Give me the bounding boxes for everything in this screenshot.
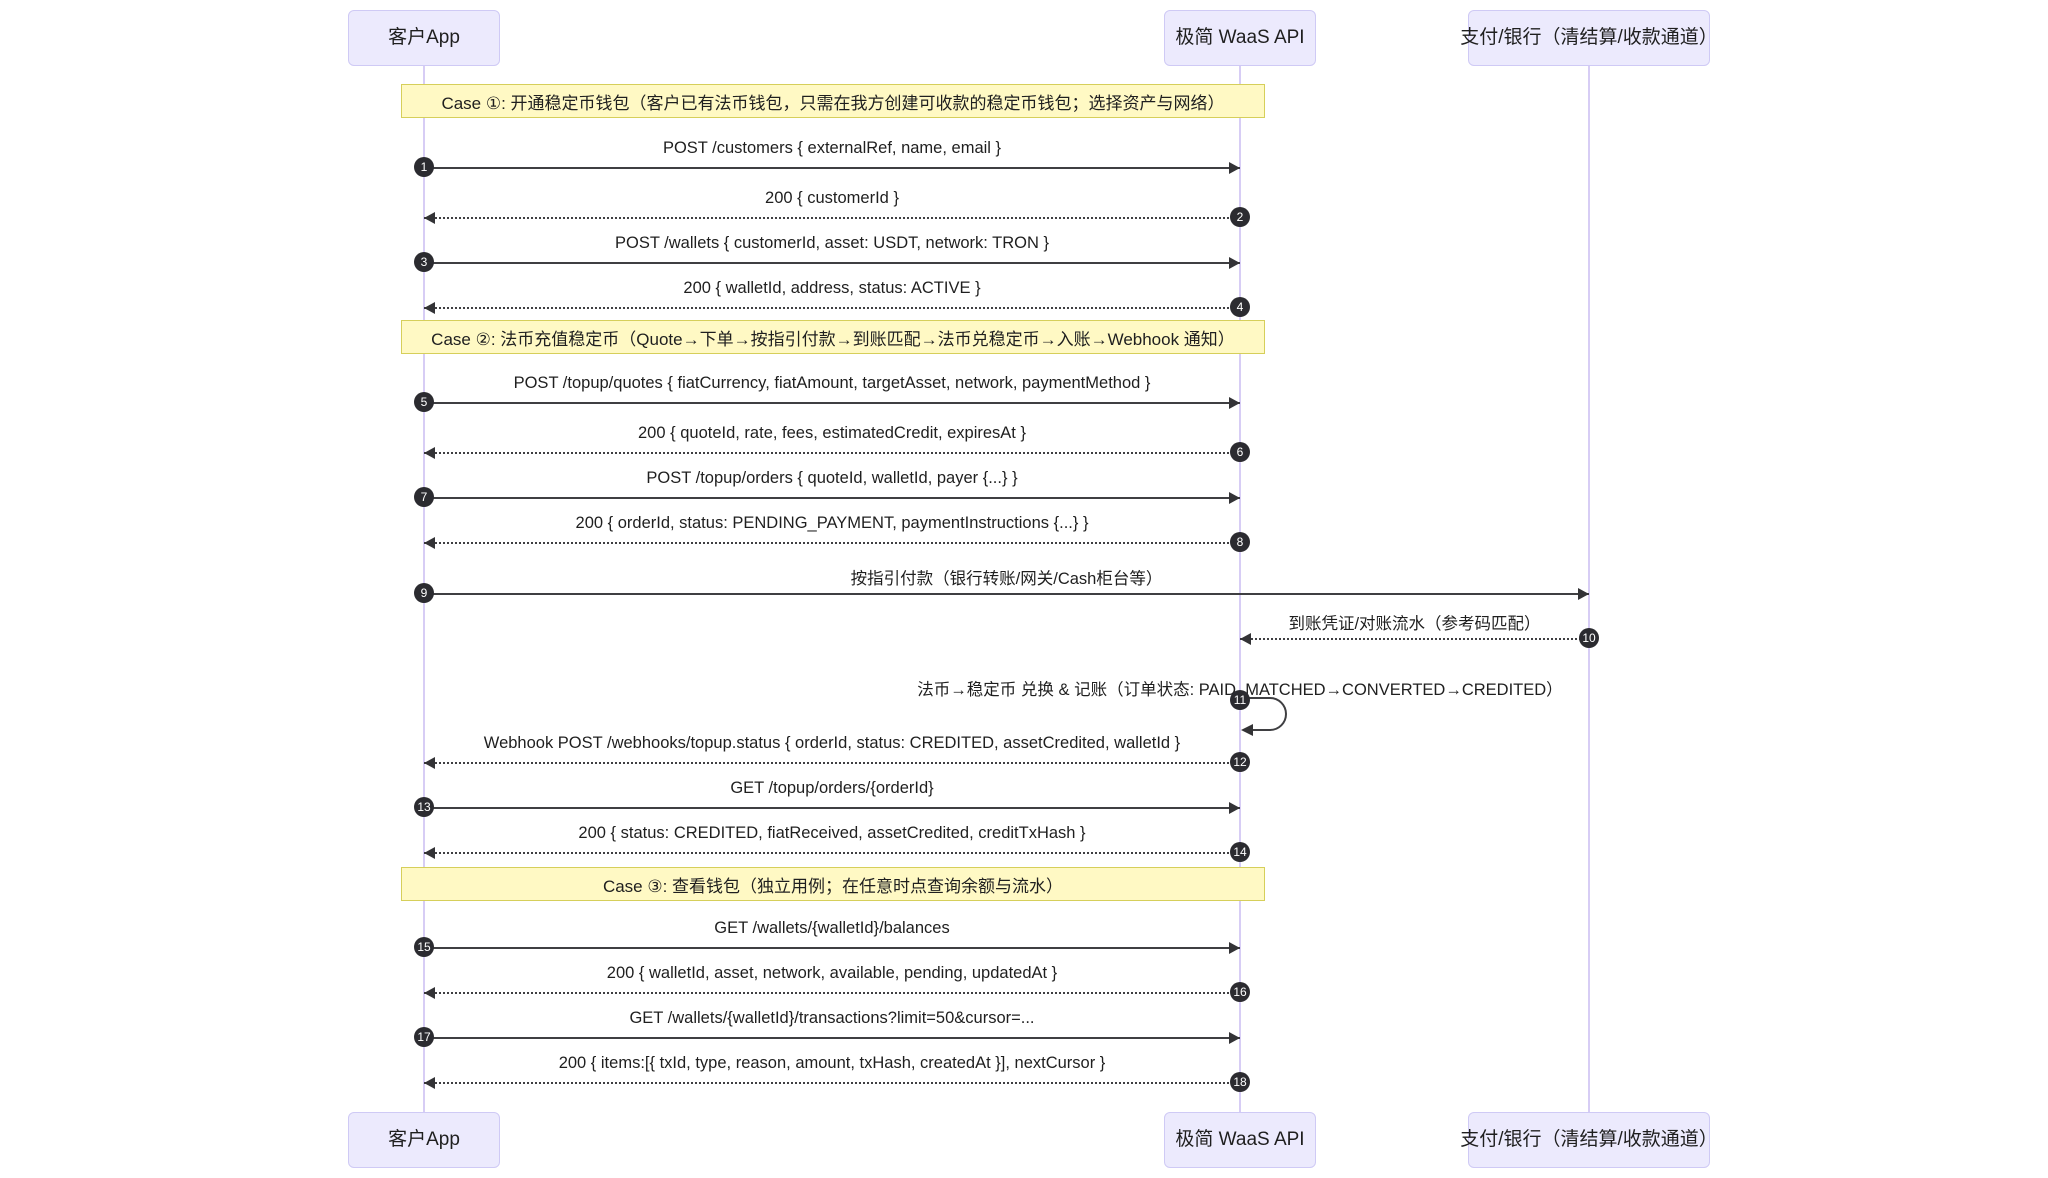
participant-label: 支付/银行（清结算/收款通道）: [1460, 26, 1718, 48]
arrowhead-12: [424, 757, 435, 769]
message-line-16: [424, 992, 1240, 994]
note-label: Case ②: 法币充值稳定币（Quote→下单→按指引付款→到账匹配→法币兑稳…: [431, 329, 1235, 349]
note-case3[interactable]: Case ③: 查看钱包（独立用例；在任意时点查询余额与流水）: [401, 867, 1265, 901]
message-line-5: [424, 402, 1240, 404]
message-line-12: [424, 762, 1240, 764]
arrowhead-3: [1229, 257, 1240, 269]
message-line-6: [424, 452, 1240, 454]
participant-app-top[interactable]: 客户App: [348, 10, 500, 66]
participant-waas-bottom[interactable]: 极简 WaaS API: [1164, 1112, 1316, 1168]
sequence-number-12: 12: [1230, 752, 1250, 772]
message-line-8: [424, 542, 1240, 544]
arrowhead-1: [1229, 162, 1240, 174]
sequence-number-8: 8: [1230, 532, 1250, 552]
sequence-number-14: 14: [1230, 842, 1250, 862]
sequence-number-18: 18: [1230, 1072, 1250, 1092]
message-line-3: [424, 262, 1240, 264]
message-line-15: [424, 947, 1240, 949]
message-label-1: POST /customers { externalRef, name, ema…: [662, 139, 1002, 157]
note-label: Case ①: 开通稳定币钱包（客户已有法币钱包，只需在我方创建可收款的稳定币钱…: [441, 93, 1225, 113]
sequence-number-7: 7: [414, 487, 434, 507]
message-line-17: [424, 1037, 1240, 1039]
arrowhead-14: [424, 847, 435, 859]
message-label-4: 200 { walletId, address, status: ACTIVE …: [683, 279, 981, 297]
sequence-number-2: 2: [1230, 207, 1250, 227]
message-label-17: GET /wallets/{walletId}/transactions?lim…: [629, 1009, 1035, 1027]
message-label-16: 200 { walletId, asset, network, availabl…: [606, 964, 1058, 982]
sequence-number-11: 11: [1230, 690, 1250, 710]
sequence-number-9: 9: [414, 583, 434, 603]
arrowhead-2: [424, 212, 435, 224]
message-label-9: 按指引付款（银行转账/网关/Cash柜台等）: [850, 570, 1163, 588]
note-label: Case ③: 查看钱包（独立用例；在任意时点查询余额与流水）: [602, 876, 1064, 896]
message-label-18: 200 { items:[{ txId, type, reason, amoun…: [558, 1054, 1106, 1072]
sequence-number-1: 1: [414, 157, 434, 177]
participant-waas-top[interactable]: 极简 WaaS API: [1164, 10, 1316, 66]
message-label-15: GET /wallets/{walletId}/balances: [714, 919, 950, 937]
message-label-5: POST /topup/quotes { fiatCurrency, fiatA…: [513, 374, 1151, 392]
participant-label: 支付/银行（清结算/收款通道）: [1460, 1128, 1718, 1150]
message-line-7: [424, 497, 1240, 499]
sequence-number-17: 17: [414, 1027, 434, 1047]
arrowhead-8: [424, 537, 435, 549]
sequence-number-13: 13: [414, 797, 434, 817]
message-label-12: Webhook POST /webhooks/topup.status { or…: [483, 734, 1181, 752]
lifeline-bank: [1588, 66, 1590, 1112]
message-selfloop-11: [1241, 697, 1287, 736]
message-line-2: [424, 217, 1240, 219]
participant-label: 极简 WaaS API: [1175, 1128, 1305, 1150]
message-line-10: [1240, 638, 1589, 640]
message-line-4: [424, 307, 1240, 309]
message-line-14: [424, 852, 1240, 854]
sequence-number-5: 5: [414, 392, 434, 412]
arrowhead-15: [1229, 942, 1240, 954]
arrowhead-10: [1240, 633, 1251, 645]
participant-label: 客户App: [388, 1128, 460, 1150]
participant-bank-top[interactable]: 支付/银行（清结算/收款通道）: [1460, 10, 1718, 66]
sequence-number-3: 3: [414, 252, 434, 272]
note-case1[interactable]: Case ①: 开通稳定币钱包（客户已有法币钱包，只需在我方创建可收款的稳定币钱…: [401, 84, 1265, 118]
message-label-2: 200 { customerId }: [765, 189, 899, 207]
arrowhead-4: [424, 302, 435, 314]
message-line-9: [424, 593, 1589, 595]
sequence-number-16: 16: [1230, 982, 1250, 1002]
message-line-18: [424, 1082, 1240, 1084]
message-label-8: 200 { orderId, status: PENDING_PAYMENT, …: [575, 514, 1089, 532]
message-label-10: 到账凭证/对账流水（参考码匹配）: [1288, 615, 1541, 633]
arrowhead-9: [1578, 588, 1589, 600]
participant-label: 客户App: [388, 26, 460, 48]
arrowhead-16: [424, 987, 435, 999]
lifeline-waas: [1239, 66, 1241, 1112]
message-label-14: 200 { status: CREDITED, fiatReceived, as…: [578, 824, 1086, 842]
arrowhead-18: [424, 1077, 435, 1089]
arrowhead-7: [1229, 492, 1240, 504]
message-label-3: POST /wallets { customerId, asset: USDT,…: [614, 234, 1050, 252]
sequence-number-10: 10: [1579, 628, 1599, 648]
participant-bank-bottom[interactable]: 支付/银行（清结算/收款通道）: [1460, 1112, 1718, 1168]
arrowhead-13: [1229, 802, 1240, 814]
message-line-1: [424, 167, 1240, 169]
message-line-13: [424, 807, 1240, 809]
sequence-number-6: 6: [1230, 442, 1250, 462]
sequence-number-4: 4: [1230, 297, 1250, 317]
participant-app-bottom[interactable]: 客户App: [348, 1112, 500, 1168]
arrowhead-5: [1229, 397, 1240, 409]
sequence-number-15: 15: [414, 937, 434, 957]
participant-label: 极简 WaaS API: [1175, 26, 1305, 48]
message-label-13: GET /topup/orders/{orderId}: [730, 779, 934, 797]
message-label-6: 200 { quoteId, rate, fees, estimatedCred…: [638, 424, 1026, 442]
note-case2[interactable]: Case ②: 法币充值稳定币（Quote→下单→按指引付款→到账匹配→法币兑稳…: [401, 320, 1265, 354]
arrowhead-17: [1229, 1032, 1240, 1044]
arrowhead-6: [424, 447, 435, 459]
message-label-7: POST /topup/orders { quoteId, walletId, …: [646, 469, 1018, 487]
